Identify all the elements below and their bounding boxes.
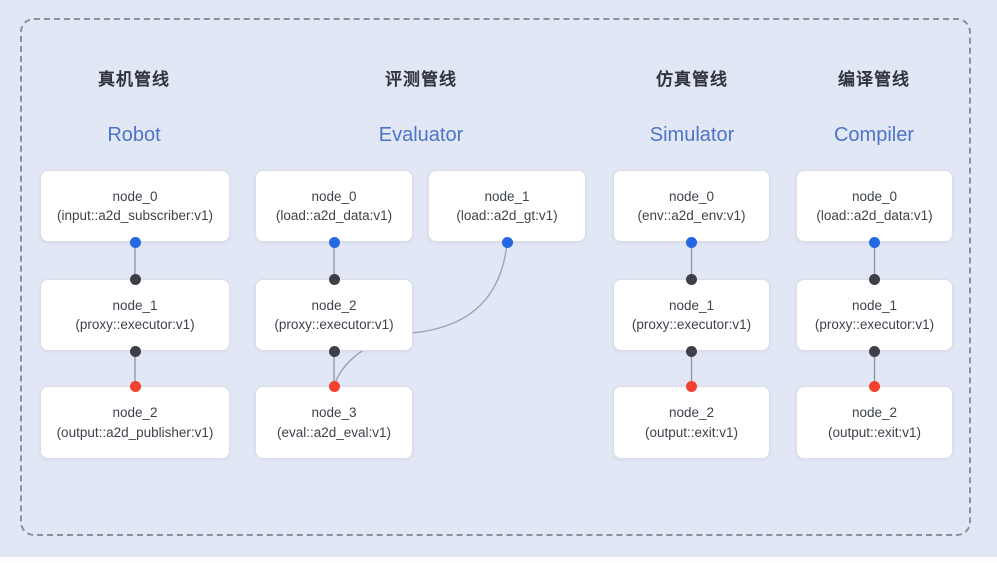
node-type: (load::a2d_data:v1) bbox=[275, 208, 393, 223]
node-evaluator-1: node_1 (load::a2d_gt:v1) bbox=[428, 170, 586, 242]
node-type: (output::a2d_publisher:v1) bbox=[56, 424, 214, 440]
pipeline-title-en-compiler: Compiler bbox=[833, 124, 915, 146]
pipeline-title-en-simulator: Simulator bbox=[649, 124, 735, 146]
node-name: node_2 bbox=[311, 297, 357, 313]
dashed-frame bbox=[20, 18, 971, 536]
port-in-icon bbox=[328, 380, 340, 392]
port-in-icon bbox=[869, 273, 880, 285]
node-name: node_0 bbox=[851, 188, 898, 204]
node-name: node_1 bbox=[668, 297, 715, 313]
node-name: node_1 bbox=[851, 297, 898, 313]
node-type: (load::a2d_data:v1) bbox=[816, 208, 933, 223]
node-robot-0: node_0 (input::a2d_subscriber:v1) bbox=[40, 170, 230, 242]
port-in-icon bbox=[129, 273, 141, 285]
node-name: node_3 bbox=[311, 405, 357, 420]
bottom-strip bbox=[0, 557, 997, 563]
port-out-icon bbox=[501, 236, 513, 248]
pipeline-title-zh-compiler: 编译管线 bbox=[838, 70, 910, 89]
node-name: node_0 bbox=[311, 188, 357, 204]
node-name: node_1 bbox=[484, 188, 530, 204]
node-name: node_2 bbox=[668, 405, 715, 420]
node-simulator-2: node_2 (output::exit:v1) bbox=[613, 386, 770, 459]
node-simulator-0: node_0 (env::a2d_env:v1) bbox=[613, 170, 770, 242]
node-name: node_0 bbox=[112, 188, 158, 204]
node-type: (eval::a2d_eval:v1) bbox=[276, 424, 392, 440]
node-compiler-1: node_1 (proxy::executor:v1) bbox=[796, 279, 953, 351]
pipeline-title-en-robot: Robot bbox=[107, 124, 161, 146]
node-robot-1: node_1 (proxy::executor:v1) bbox=[40, 279, 230, 351]
pipeline-title-zh-evaluator: 评测管线 bbox=[385, 70, 457, 89]
node-robot-2: node_2 (output::a2d_publisher:v1) bbox=[40, 386, 230, 459]
port-in-icon bbox=[328, 273, 340, 285]
node-type: (proxy::executor:v1) bbox=[631, 317, 752, 332]
node-type: (proxy::executor:v1) bbox=[75, 317, 195, 332]
node-evaluator-2: node_2 (proxy::executor:v1) bbox=[255, 279, 413, 351]
node-type: (output::exit:v1) bbox=[827, 424, 922, 440]
port-out-icon bbox=[129, 236, 141, 248]
port-in-icon bbox=[686, 380, 697, 392]
node-compiler-0: node_0 (load::a2d_data:v1) bbox=[796, 170, 953, 242]
node-simulator-1: node_1 (proxy::executor:v1) bbox=[613, 279, 770, 351]
port-in-icon bbox=[869, 380, 880, 392]
port-out-icon bbox=[328, 236, 340, 248]
port-out-icon bbox=[869, 236, 880, 248]
node-type: (env::a2d_env:v1) bbox=[637, 208, 746, 223]
port-out-icon bbox=[328, 345, 340, 357]
port-out-icon bbox=[129, 345, 141, 357]
node-evaluator-0: node_0 (load::a2d_data:v1) bbox=[255, 170, 413, 242]
node-name: node_2 bbox=[851, 405, 898, 420]
port-in-icon bbox=[686, 273, 697, 285]
node-type: (proxy::executor:v1) bbox=[274, 317, 394, 332]
port-in-icon bbox=[129, 380, 141, 392]
node-type: (input::a2d_subscriber:v1) bbox=[56, 208, 214, 223]
pipeline-title-en-evaluator: Evaluator bbox=[378, 124, 464, 146]
node-type: (proxy::executor:v1) bbox=[814, 317, 935, 332]
node-name: node_2 bbox=[112, 405, 158, 420]
port-out-icon bbox=[686, 236, 697, 248]
pipeline-title-zh-simulator: 仿真管线 bbox=[656, 70, 728, 89]
node-compiler-2: node_2 (output::exit:v1) bbox=[796, 386, 953, 459]
node-type: (output::exit:v1) bbox=[644, 424, 739, 440]
node-type: (load::a2d_gt:v1) bbox=[456, 208, 558, 223]
node-name: node_0 bbox=[668, 188, 715, 204]
port-out-icon bbox=[869, 345, 880, 357]
pipeline-title-zh-robot: 真机管线 bbox=[98, 70, 170, 89]
node-evaluator-3: node_3 (eval::a2d_eval:v1) bbox=[255, 386, 413, 459]
node-name: node_1 bbox=[112, 297, 158, 313]
port-out-icon bbox=[686, 345, 697, 357]
